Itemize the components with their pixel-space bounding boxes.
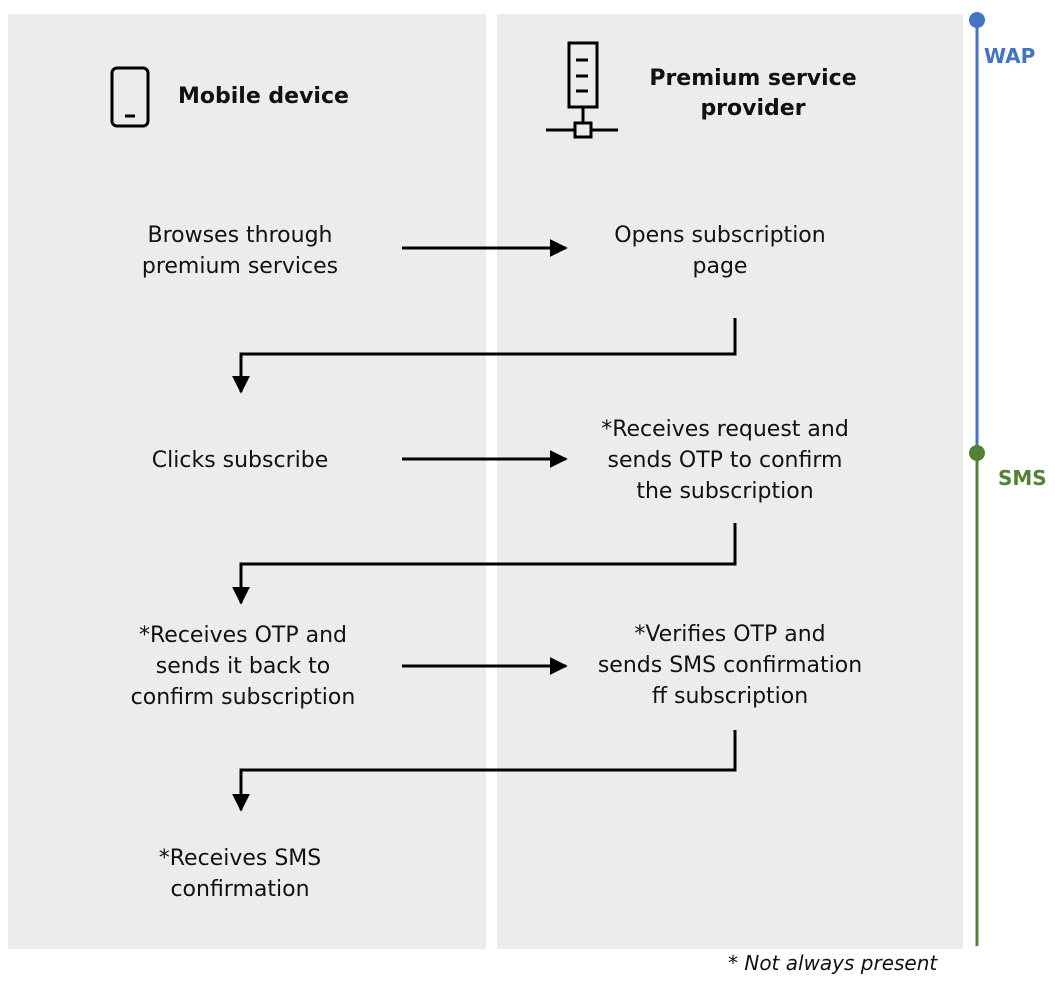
step-line: Clicks subscribe: [151, 448, 329, 473]
step-line: *Receives SMS: [158, 846, 322, 871]
step-line: the subscription: [636, 479, 814, 504]
step-line: *Verifies OTP and: [634, 622, 826, 647]
step-line: confirm subscription: [130, 685, 356, 710]
sms-channel-dot: [969, 445, 985, 461]
step-line: *Receives request and: [601, 417, 849, 442]
wap-channel-dot: [969, 12, 985, 28]
step-verifies-otp: *Verifies OTP and sends SMS confirmation f…: [560, 619, 900, 712]
step-line: Browses through: [147, 223, 333, 248]
step-line: sends SMS confirmation: [597, 653, 863, 678]
step-receives-otp: *Receives OTP and sends it back to confirm…: [78, 620, 408, 713]
server-icon: [546, 41, 618, 139]
footnote: * Not always present: [728, 951, 938, 975]
step-line: confirmation: [170, 877, 310, 902]
arrow-sms-back: [232, 730, 737, 812]
mobile-device-icon: [110, 66, 150, 128]
step-line: ff subscription: [651, 684, 809, 709]
wap-label: WAP: [984, 44, 1036, 68]
provider-lane: [497, 14, 963, 949]
step-opens-page: Opens subscription page: [570, 220, 870, 282]
step-line: page: [692, 254, 748, 279]
step-line: sends OTP to confirm: [607, 448, 843, 473]
step-line: Opens subscription: [614, 223, 826, 248]
arrow-open-to-click: [232, 318, 737, 394]
arrow-otp-back: [232, 523, 737, 605]
step-sends-otp: *Receives request and sends OTP to confir…: [560, 414, 890, 507]
step-line: sends it back to: [155, 654, 331, 679]
provider-title-text: Premium service provider: [649, 66, 857, 121]
step-browses: Browses through premium services: [90, 220, 390, 282]
step-receives-sms: *Receives SMS confirmation: [90, 843, 390, 905]
step-clicks-subscribe: Clicks subscribe: [90, 445, 390, 476]
sms-label: SMS: [998, 466, 1047, 490]
step-line: premium services: [141, 254, 339, 279]
step-line: *Receives OTP and: [139, 623, 347, 648]
provider-title: Premium service provider: [628, 64, 878, 124]
mobile-device-title: Mobile device: [178, 84, 349, 109]
mobile-device-lane: [8, 14, 486, 949]
